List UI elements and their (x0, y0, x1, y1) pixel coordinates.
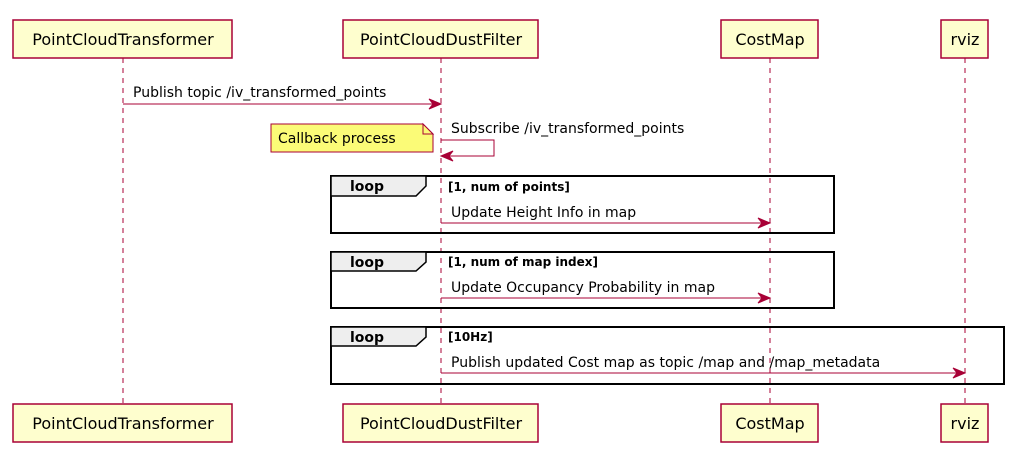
participant-label: rviz (951, 30, 980, 49)
message-update-occupancy: Update Occupancy Probability in map (441, 280, 772, 304)
participant-label: PointCloudTransformer (32, 414, 214, 433)
participant-bottom-pointclouddustfilter: PointCloudDustFilter (342, 403, 539, 443)
loop-frame-points: loop [1, num of points] (330, 175, 835, 234)
participant-top-pointcloudtransformer: PointCloudTransformer (12, 19, 233, 59)
loop-frame-map-index: loop [1, num of map index] (330, 251, 835, 309)
loop-keyword: loop (350, 330, 384, 346)
message-label: Update Height Info in map (451, 205, 636, 221)
loop-keyword: loop (350, 179, 384, 195)
message-subscribe-self: Subscribe /iv_transformed_points (439, 121, 684, 162)
participant-bottom-costmap: CostMap (720, 403, 819, 443)
participant-bottom-pointcloudtransformer: PointCloudTransformer (12, 403, 233, 443)
participant-top-pointclouddustfilter: PointCloudDustFilter (342, 19, 539, 59)
participant-top-rviz: rviz (940, 19, 989, 59)
participant-top-costmap: CostMap (720, 19, 819, 59)
loop-keyword: loop (350, 255, 384, 271)
message-update-height: Update Height Info in map (441, 205, 772, 229)
message-label: Publish updated Cost map as topic /map a… (451, 355, 880, 371)
participant-label: CostMap (735, 30, 804, 49)
loop-guard: [10Hz] (448, 330, 493, 344)
message-publish-costmap: Publish updated Cost map as topic /map a… (441, 355, 967, 379)
participant-label: CostMap (735, 414, 804, 433)
note-label: Callback process (278, 131, 396, 147)
loop-guard: [1, num of map index] (448, 255, 598, 269)
loop-frame-10hz: loop [10Hz] (330, 326, 1005, 385)
message-label: Subscribe /iv_transformed_points (451, 121, 684, 137)
participant-label: PointCloudTransformer (32, 30, 214, 49)
loop-guard: [1, num of points] (448, 180, 570, 194)
message-publish-topic: Publish topic /iv_transformed_points (123, 85, 443, 110)
message-label: Update Occupancy Probability in map (451, 280, 715, 296)
participant-bottom-rviz: rviz (940, 403, 989, 443)
participant-label: rviz (951, 414, 980, 433)
message-label: Publish topic /iv_transformed_points (133, 85, 386, 101)
note-callback-process: Callback process (270, 122, 435, 153)
participant-label: PointCloudDustFilter (360, 30, 523, 49)
participant-label: PointCloudDustFilter (360, 414, 523, 433)
